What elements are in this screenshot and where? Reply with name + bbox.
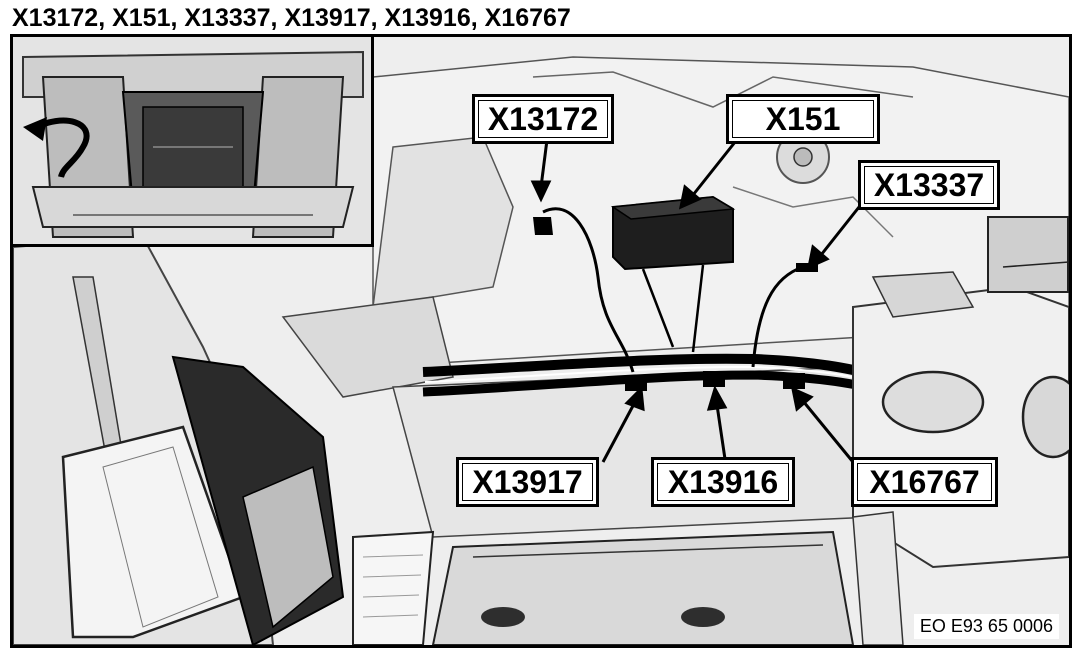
callout-x13172: X13172	[472, 94, 614, 144]
location-inset	[13, 37, 374, 247]
page-title: X13172, X151, X13337, X13917, X13916, X1…	[12, 4, 571, 32]
diagram-figure: X13172 X151 X13337 X13917 X13916 X16767 …	[10, 34, 1072, 648]
reference-code: EO E93 65 0006	[913, 614, 1059, 639]
callout-x13337: X13337	[858, 160, 1000, 210]
trunk-overview-illustration	[13, 37, 371, 244]
callout-x16767: X16767	[851, 457, 998, 507]
open-arrow-icon	[31, 117, 90, 178]
callout-x151: X151	[726, 94, 880, 144]
callout-x13917: X13917	[456, 457, 599, 507]
callout-x13916: X13916	[651, 457, 795, 507]
